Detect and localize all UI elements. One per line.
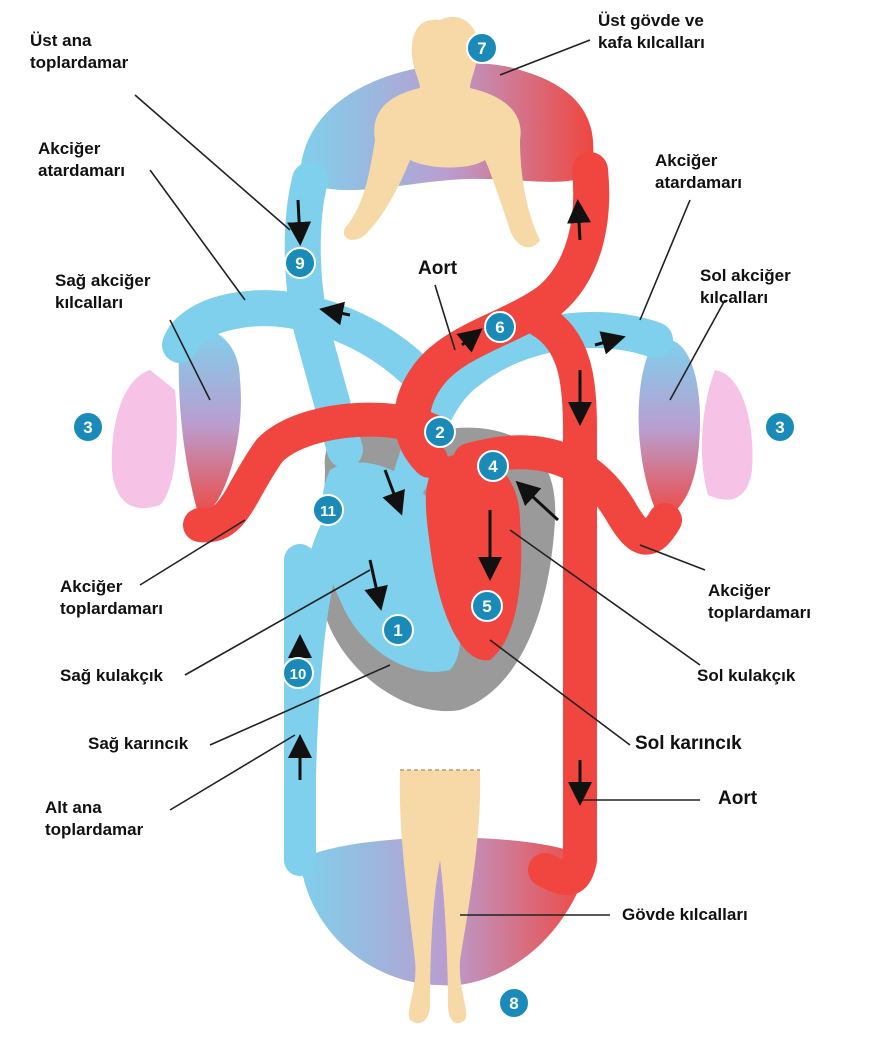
step-marker-3: 3	[765, 412, 795, 442]
label-aort-bottom: Aort	[718, 788, 757, 810]
step-marker-number: 2	[435, 423, 444, 442]
label-line: Sol akciğer	[700, 265, 791, 287]
step-marker-5: 5	[472, 591, 502, 621]
step-marker-1: 1	[383, 615, 413, 645]
label-line: kılcalları	[700, 287, 791, 309]
label-line: Akciğer	[708, 580, 811, 602]
label-line: Sağ karıncık	[88, 733, 188, 755]
step-marker-3: 3	[73, 412, 103, 442]
step-marker-number: 11	[320, 503, 336, 520]
step-marker-number: 4	[488, 457, 498, 476]
left-lung-capillaries	[639, 339, 700, 520]
label-sag-akciger-kilcallari: Sağ akciğer kılcalları	[55, 270, 150, 314]
label-sol-kulakcik: Sol kulakçık	[697, 665, 795, 687]
left-lung	[702, 370, 753, 500]
label-aort-top: Aort	[418, 258, 457, 280]
step-marker-number: 8	[509, 994, 518, 1013]
label-sol-akciger-kilcallari: Sol akciğer kılcalları	[700, 265, 791, 309]
label-line: toplardamar	[45, 819, 143, 841]
label-line: toplardamarı	[708, 602, 811, 624]
label-line: atardamarı	[38, 160, 125, 182]
step-marker-11: 11	[313, 495, 343, 525]
label-line: Üst gövde ve	[598, 10, 705, 32]
step-marker-8: 8	[499, 988, 529, 1018]
step-marker-number: 9	[295, 254, 304, 273]
label-line: Sol karıncık	[635, 733, 742, 755]
step-marker-number: 3	[775, 418, 784, 437]
label-line: kılcalları	[55, 292, 150, 314]
label-akciger-toplardamari-left: Akciğer toplardamarı	[60, 576, 163, 620]
step-marker-number: 10	[290, 666, 307, 683]
label-line: kafa kılcalları	[598, 32, 705, 54]
step-marker-7: 7	[467, 33, 497, 63]
label-line: Akciğer	[60, 576, 163, 598]
label-ust-ana-toplardamar: Üst ana toplardamar	[30, 30, 128, 74]
step-marker-10: 10	[283, 658, 313, 688]
step-marker-6: 6	[485, 312, 515, 342]
step-marker-number: 6	[495, 318, 504, 337]
label-govde-kilcallari: Gövde kılcalları	[622, 904, 748, 926]
right-lung	[112, 370, 177, 508]
label-line: Aort	[418, 258, 457, 280]
label-line: Akciğer	[655, 150, 742, 172]
step-marker-number: 1	[393, 621, 402, 640]
step-marker-4: 4	[478, 451, 508, 481]
label-sag-kulakcik: Sağ kulakçık	[60, 665, 163, 687]
label-line: toplardamar	[30, 52, 128, 74]
step-marker-number: 3	[83, 418, 92, 437]
label-line: Alt ana	[45, 797, 143, 819]
label-line: toplardamarı	[60, 598, 163, 620]
label-line: Sol kulakçık	[697, 665, 795, 687]
label-alt-ana-toplardamar: Alt ana toplardamar	[45, 797, 143, 841]
label-line: Üst ana	[30, 30, 128, 52]
label-sol-karincik: Sol karıncık	[635, 733, 742, 755]
label-sag-karincik: Sağ karıncık	[88, 733, 188, 755]
label-akciger-toplardamari-right: Akciğer toplardamarı	[708, 580, 811, 624]
step-marker-2: 2	[425, 417, 455, 447]
label-line: Akciğer	[38, 138, 125, 160]
step-marker-number: 5	[482, 597, 491, 616]
label-line: atardamarı	[655, 172, 742, 194]
step-marker-9: 9	[285, 248, 315, 278]
label-line: Sağ akciğer	[55, 270, 150, 292]
label-ust-govde-kafa: Üst gövde ve kafa kılcalları	[598, 10, 705, 54]
label-line: Sağ kulakçık	[60, 665, 163, 687]
step-marker-number: 7	[477, 39, 486, 58]
label-akciger-atardamari-right: Akciğer atardamarı	[655, 150, 742, 194]
label-line: Gövde kılcalları	[622, 904, 748, 926]
label-akciger-atardamari-left: Akciğer atardamarı	[38, 138, 125, 182]
label-line: Aort	[718, 788, 757, 810]
